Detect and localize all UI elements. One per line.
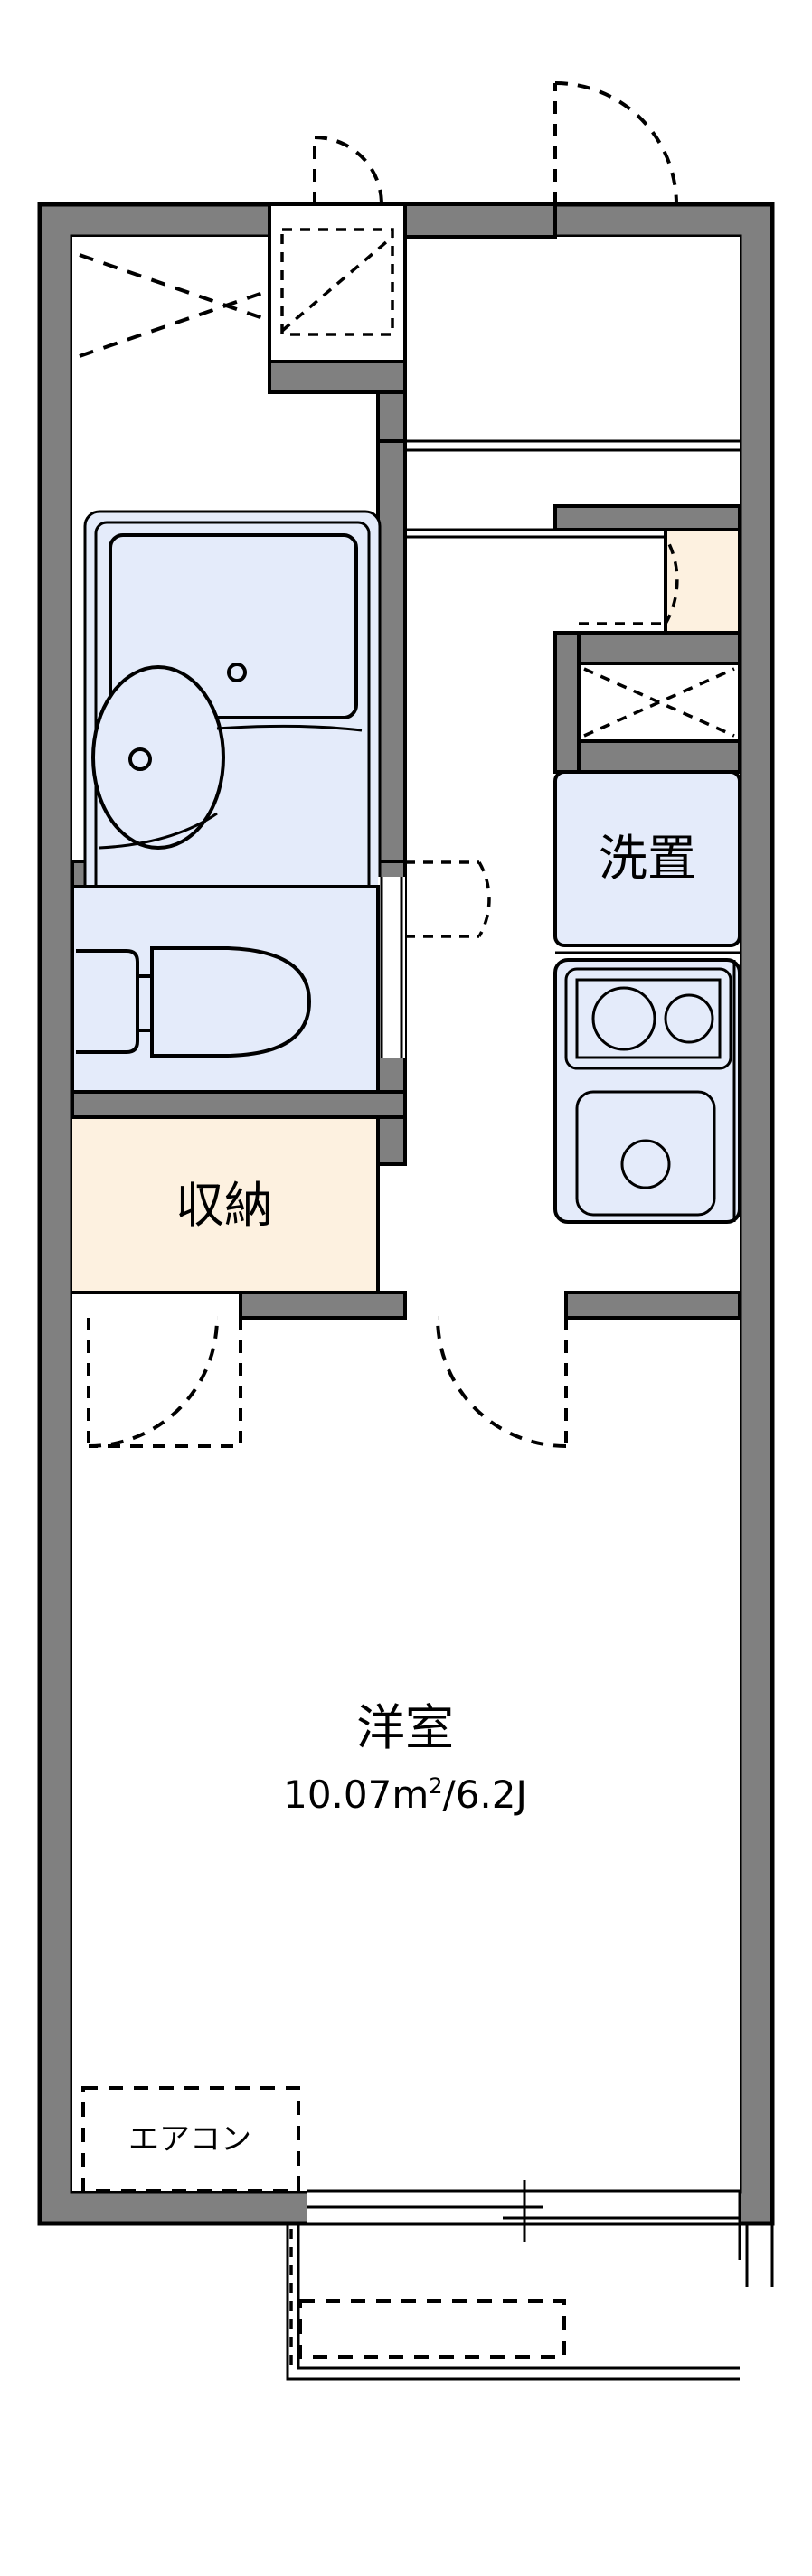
wall-hall-bottom-right	[564, 1291, 741, 1320]
laundry-label: 洗置	[599, 830, 696, 887]
balcony-inner-outline	[297, 2223, 740, 2370]
main-room-area-label: 10.07m2/6.2J	[283, 1772, 527, 1817]
entrance-door[interactable]	[553, 81, 740, 206]
wash-basin	[91, 665, 225, 850]
balcony	[286, 2223, 740, 2381]
air-conditioner: エアコン	[81, 2086, 300, 2193]
wall-entry-window-bottom	[553, 739, 741, 774]
basin-drain-icon	[128, 747, 152, 771]
entry-window	[268, 202, 407, 363]
kitchen	[553, 951, 741, 1224]
laundry-space: 洗置	[553, 770, 741, 947]
bathroom-door[interactable]	[313, 136, 383, 205]
balcony-unit-box	[298, 2299, 566, 2359]
toilet-room	[71, 885, 380, 1094]
main-room-door-left[interactable]	[87, 1317, 242, 1448]
washer-space	[553, 770, 741, 947]
toilet-tank	[76, 949, 139, 1054]
main-room-door-right[interactable]	[436, 1317, 568, 1448]
closet-outline	[72, 1115, 380, 1294]
area-number: 10.07	[283, 1772, 392, 1817]
main-room-label: 洋室	[356, 1699, 454, 1756]
area-tatami: /6.2J	[443, 1772, 527, 1817]
door-swings[interactable]	[87, 81, 740, 1448]
area-unit: m	[392, 1772, 429, 1817]
entry-window-sash	[280, 228, 394, 336]
closet-fill	[72, 1117, 378, 1293]
air-conditioner-box	[81, 2086, 300, 2193]
vanity-counter-edge	[216, 724, 363, 732]
burner-small-icon	[664, 993, 714, 1044]
wall-top-notch	[403, 202, 557, 239]
wall-shoecloset-bottom	[553, 631, 741, 665]
area-superscript: 2	[429, 1773, 442, 1799]
closet-label: 収納	[175, 1177, 273, 1234]
wall-closet-bottom	[239, 1291, 407, 1320]
balcony-outline	[286, 2223, 740, 2381]
entrance-hall: 洗置	[405, 528, 741, 1224]
air-conditioner-label: エアコン	[128, 2121, 251, 2158]
wall-toilet-closet	[71, 1090, 407, 1119]
wall-entry-top	[553, 504, 741, 531]
sink-drain-icon	[620, 1139, 671, 1189]
wall-entry-left	[553, 631, 581, 774]
burner-large-icon	[591, 986, 656, 1051]
bathtub-drain-icon	[227, 663, 247, 682]
toilet-floor	[71, 885, 380, 1094]
toilet-bowl	[150, 946, 312, 1058]
shoe-closet-door[interactable]	[579, 536, 679, 625]
vanity-counter-lower	[99, 812, 218, 850]
structure-details	[405, 439, 774, 2287]
toilet-door[interactable]	[405, 860, 491, 938]
wall-entry-window-sill	[268, 360, 407, 394]
closet: 収納	[71, 1115, 380, 1294]
hall-window	[577, 662, 741, 743]
main-room: 洋室 10.07m2/6.2J エアコン	[81, 1699, 527, 2193]
balcony-window[interactable]	[307, 2180, 740, 2242]
hall-window-frame	[577, 662, 741, 743]
